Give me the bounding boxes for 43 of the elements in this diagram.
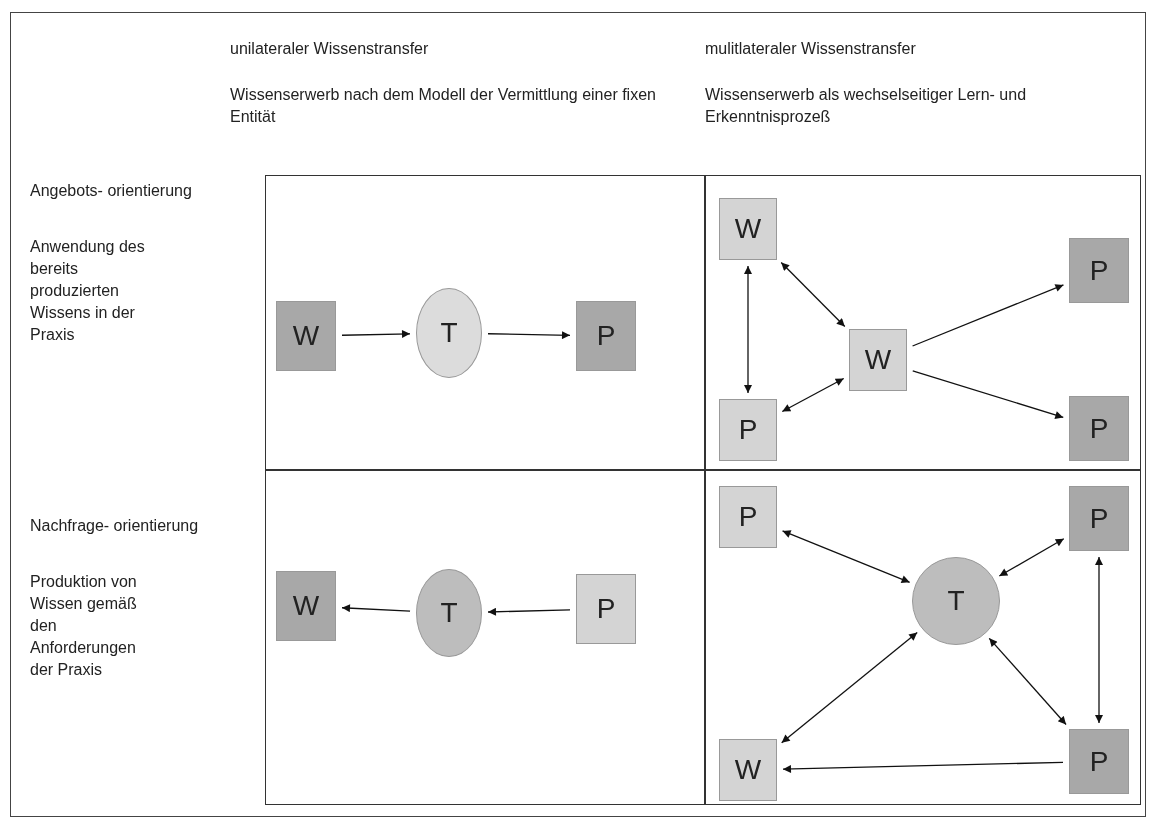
square-node: P <box>1069 486 1129 551</box>
arrow <box>487 607 571 616</box>
row-description: Produktion von Wissen gemäß den Anforderungen der Praxis <box>30 572 138 680</box>
column-heading: unilateraler Wissenstransfer <box>230 39 430 59</box>
arrow <box>998 538 1065 577</box>
arrow <box>781 530 911 583</box>
arrow <box>744 265 752 394</box>
square-node: W <box>849 329 907 391</box>
square-node: P <box>1069 238 1129 303</box>
arrow <box>341 330 411 338</box>
arrow <box>781 631 918 744</box>
square-node: P <box>1069 729 1129 794</box>
column-heading: mulitlateraler Wissenstransfer <box>705 39 917 59</box>
matrix-cell <box>705 470 1141 805</box>
row-description: Anwendung des bereits produzierten Wissens in der Praxis <box>30 237 146 345</box>
arrow <box>780 261 846 328</box>
column-subheading: Wissenserwerb als wechselseitiger Lern- und Erkenntnisprozeß <box>705 85 1028 127</box>
matrix-cell <box>265 175 705 470</box>
square-node: W <box>276 571 336 641</box>
arrow <box>487 331 571 340</box>
arrow <box>781 377 845 413</box>
arrow <box>341 604 411 613</box>
arrow <box>912 370 1064 419</box>
oval-node: T <box>912 557 1000 645</box>
square-node: P <box>719 486 777 548</box>
row-heading: Nachfrage- orientierung <box>30 516 200 536</box>
matrix-cell <box>705 175 1141 470</box>
square-node: W <box>719 198 777 260</box>
square-node: P <box>576 574 636 644</box>
square-node: W <box>276 301 336 371</box>
arrow <box>988 637 1067 726</box>
column-subheading: Wissenserwerb nach dem Modell der Vermittlung einer fixen Entität <box>230 85 657 127</box>
arrow <box>782 761 1064 773</box>
square-node: P <box>576 301 636 371</box>
row-heading: Angebots- orientierung <box>30 181 193 201</box>
matrix-cell <box>265 470 705 805</box>
oval-node: T <box>416 288 482 378</box>
square-node: W <box>719 739 777 801</box>
oval-node: T <box>416 569 482 657</box>
square-node: P <box>1069 396 1129 461</box>
arrow <box>911 284 1065 347</box>
square-node: P <box>719 399 777 461</box>
arrow <box>1095 556 1103 724</box>
